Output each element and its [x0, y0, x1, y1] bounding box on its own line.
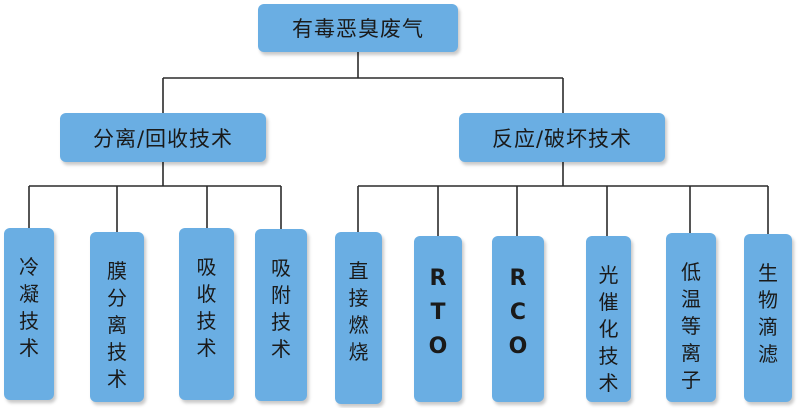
leaf-label: 冷凝技术: [19, 255, 39, 360]
leaf-node: 冷凝技术: [4, 228, 54, 400]
leaf-label: 膜分离技术: [107, 259, 127, 391]
leaf-node: 吸附技术: [255, 229, 307, 401]
leaf-node: 低温等离子: [666, 233, 716, 402]
leaf-label: RTO: [428, 266, 448, 359]
leaf-node: RCO: [492, 236, 544, 402]
leaf-node: 膜分离技术: [90, 232, 144, 402]
right-branch-label: 反应/破坏技术: [491, 126, 633, 151]
leaf-label: 吸收技术: [196, 255, 217, 360]
leaf-node: 吸收技术: [179, 228, 234, 400]
leaf-label: 低温等离子: [681, 260, 701, 392]
root-node: 有毒恶臭废气: [258, 4, 458, 52]
leaf-node: RTO: [414, 236, 462, 402]
right-branch-node: 反应/破坏技术: [459, 113, 665, 162]
leaf-label: RCO: [508, 266, 528, 359]
leaf-node: 直接燃烧: [335, 232, 382, 404]
left-branch-node: 分离/回收技术: [60, 113, 266, 162]
root-label: 有毒恶臭废气: [292, 17, 424, 41]
leaf-label: 直接燃烧: [348, 259, 369, 364]
left-branch-label: 分离/回收技术: [92, 126, 234, 151]
leaf-label: 生物滴滤: [758, 261, 778, 366]
leaf-node: 生物滴滤: [744, 234, 792, 402]
leaf-node: 光催化技术: [586, 236, 631, 402]
leaf-label: 吸附技术: [271, 256, 291, 361]
leaf-label: 光催化技术: [598, 263, 619, 395]
